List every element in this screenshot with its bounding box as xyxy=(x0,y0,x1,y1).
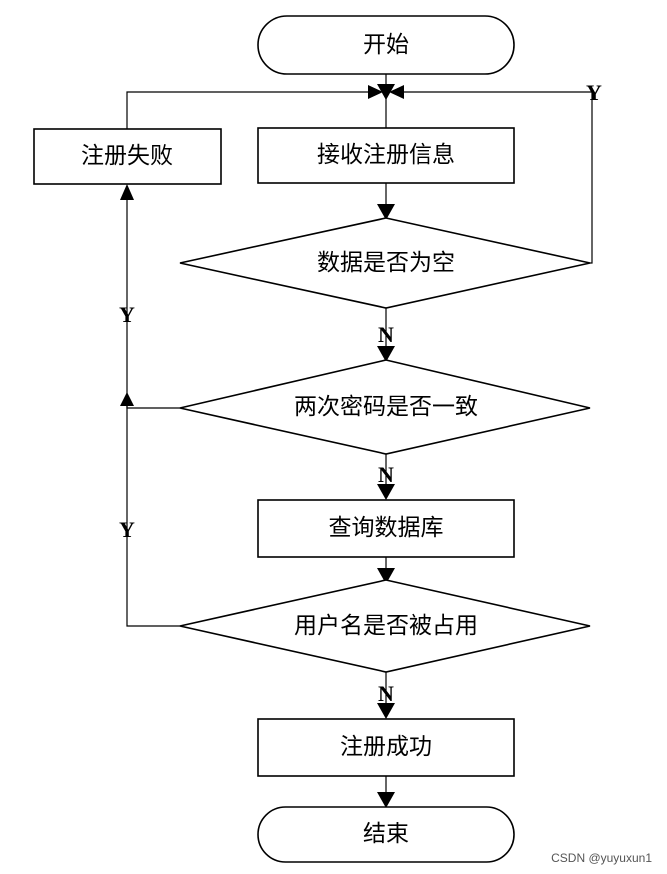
arrowhead-into-user xyxy=(377,568,395,584)
fail-label: 注册失败 xyxy=(81,143,173,169)
receive-process-box xyxy=(257,127,515,184)
arrowhead-into-success xyxy=(377,703,395,719)
query-process-box xyxy=(257,499,515,558)
pw-decision-diamond xyxy=(179,359,591,455)
arrowhead-from-left xyxy=(368,85,383,99)
arrowhead-into-query xyxy=(377,484,395,500)
edge-user-yes xyxy=(126,404,180,627)
receive-label: 接收注册信息 xyxy=(317,142,455,168)
success-process-box xyxy=(257,718,515,777)
start-terminal xyxy=(257,15,515,75)
arrowhead-into-fail xyxy=(120,184,134,200)
pw-yes-label: Y xyxy=(119,302,135,327)
user-decision-diamond xyxy=(179,579,591,673)
arrowhead-into-receive xyxy=(377,84,395,100)
success-label: 注册成功 xyxy=(340,734,432,760)
fail-process-box xyxy=(33,128,222,185)
user-check-label: 用户名是否被占用 xyxy=(294,613,478,639)
empty-yes-label: Y xyxy=(586,80,602,105)
arrowhead-into-end xyxy=(377,792,395,808)
start-label: 开始 xyxy=(363,32,409,58)
empty-check-label: 数据是否为空 xyxy=(317,250,455,276)
edge-fail-loop xyxy=(126,91,368,129)
empty-decision-diamond xyxy=(179,217,591,309)
arrowhead-into-pw xyxy=(377,346,395,362)
pw-check-label: 两次密码是否一致 xyxy=(294,394,478,420)
csdn-watermark: CSDN @yuyuxun1 xyxy=(551,851,652,865)
arrowhead-into-empty xyxy=(377,204,395,220)
empty-no-label: N xyxy=(378,322,394,347)
query-db-label: 查询数据库 xyxy=(329,515,444,541)
edge-empty-yes-loop xyxy=(404,91,593,264)
end-terminal xyxy=(257,806,515,863)
pw-no-label: N xyxy=(378,462,394,487)
user-no-label: N xyxy=(378,681,394,706)
user-yes-label: Y xyxy=(119,517,135,542)
end-label: 结束 xyxy=(363,821,409,847)
arrowhead-user-yes-join xyxy=(120,392,134,406)
arrowhead-from-right xyxy=(389,85,404,99)
